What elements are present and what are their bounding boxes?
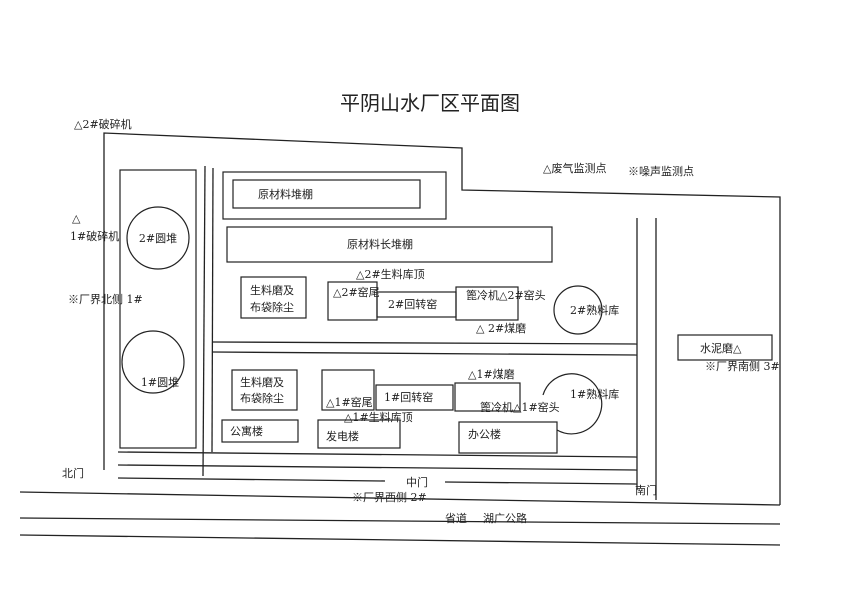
crusher-1-label: 1#破碎机: [70, 229, 119, 243]
cement-mill: [677, 334, 773, 361]
noise-point-label: ※噪声监测点: [628, 164, 694, 178]
waste-gas-point-label: △废气监测点: [543, 161, 606, 175]
road-line: [117, 451, 638, 458]
raw-mill-1-label-1: 生料磨及: [240, 375, 284, 389]
pile-1-label: 1#圆堆: [141, 376, 179, 389]
pile-2-label: 2#圆堆: [139, 232, 177, 245]
office-label: 办公楼: [468, 427, 501, 441]
cooler-1: [454, 382, 521, 412]
internal-road-top: [212, 341, 638, 345]
crusher-1-marker: △: [72, 212, 81, 225]
pile-2-circle: [126, 206, 190, 270]
power-house: [317, 419, 401, 449]
raw-mill-1: [231, 369, 298, 411]
rotary-kiln-1: [375, 384, 454, 411]
power-house-label: 发电楼: [326, 429, 359, 443]
conveyor-line: [202, 165, 206, 477]
kiln-tail-2-label: △2#窑尾: [333, 285, 380, 299]
cooler-2: [455, 286, 519, 321]
raw-long-shed-label: 原材料长堆棚: [347, 237, 413, 251]
stockpile-yard: [119, 169, 197, 449]
clinker-silo-1-label: 1#熟料库: [570, 387, 619, 401]
coal-mill-1-label: △1#煤磨: [468, 368, 515, 381]
road-line: [19, 517, 781, 525]
west-boundary-label: ※厂界西侧 2#: [352, 491, 427, 504]
south-gate-label: 南门: [635, 483, 657, 497]
cooler-head-1-label: 篦冷机△1#窑头: [480, 400, 560, 414]
road-line: [19, 534, 781, 546]
provincial-road-label: 省道: [445, 511, 467, 525]
crusher-2-label: △2#破碎机: [74, 117, 132, 131]
road-line: [19, 491, 781, 506]
raw-mill-2-label-2: 布袋除尘: [250, 300, 294, 314]
north-gate-label: 北门: [62, 466, 84, 480]
raw-long-shed: [226, 226, 553, 263]
raw-mill-1-label-2: 布袋除尘: [240, 391, 284, 405]
kiln-tail-1: [321, 369, 375, 411]
diagram-title: 平阴山水厂区平面图: [340, 91, 520, 115]
apartment-building: [221, 419, 299, 443]
road-edge: [211, 167, 214, 453]
raw-shed: [232, 179, 421, 209]
middle-gate-label: 中门: [406, 475, 428, 489]
raw-mill-2-label-1: 生料磨及: [250, 283, 294, 297]
cement-mill-label: 水泥磨△: [700, 342, 742, 355]
road-line: [117, 477, 386, 482]
rotary-kiln-1-label: 1#回转窑: [384, 390, 433, 404]
raw-mill-2: [240, 276, 307, 319]
clinker-silo-1-circle: [542, 373, 603, 435]
rotary-kiln-2-label: 2#回转窑: [388, 297, 437, 311]
pile-1-circle: [121, 330, 185, 394]
cooler-head-2-label: 篦冷机△2#窑头: [466, 288, 546, 302]
highway-label: 湖广公路: [483, 512, 527, 525]
kiln-tail-1-label: △1#窑尾: [326, 395, 373, 409]
raw-shed-label: 原材料堆棚: [258, 187, 313, 201]
clinker-silo-2-circle: [553, 285, 603, 335]
road-line: [444, 481, 638, 485]
raw-silo-top-2-label: △2#生料库顶: [356, 267, 425, 281]
south-boundary-label: ※厂界南侧 3#: [705, 360, 780, 373]
internal-road-bottom: [212, 351, 638, 356]
coal-mill-2-label: △ 2#煤磨: [476, 322, 526, 335]
office-building: [458, 421, 558, 454]
road-line: [117, 464, 638, 471]
clinker-silo-2-label: 2#熟料库: [570, 303, 619, 317]
apartment-label: 公寓楼: [230, 424, 263, 438]
plant-boundary: [103, 132, 781, 505]
north-boundary-label: ※厂界北侧 1#: [68, 293, 143, 306]
raw-silo-top-1-label: △1#生料库顶: [344, 410, 413, 424]
raw-shed-outer: [222, 171, 447, 220]
